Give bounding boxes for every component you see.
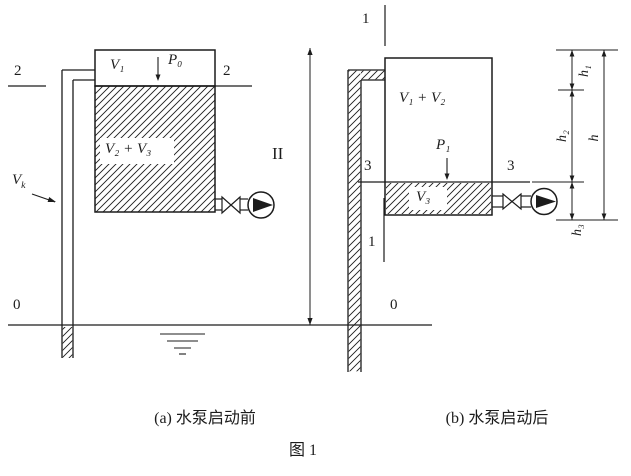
level-3-right-label: 3 [507,158,515,174]
tank-a-gas-box [94,49,216,87]
pressure-a-label: P₀ [168,52,183,68]
pressure-arrow-a-icon [155,57,161,81]
datum-0-right-label: 0 [390,297,398,313]
dim-h3-label: h₃ [570,224,585,236]
gas-volume-a-label: V₁ [110,57,125,73]
outlet-pipe-b [492,195,531,208]
section-line-1 [383,5,386,262]
liquid-volume-a-label: V₂ + V₃ [105,141,152,157]
vk-sub: k [21,180,26,191]
suction-pipe-b [347,69,385,372]
suction-pipe-a [61,69,95,358]
vk-base: V [12,172,22,188]
outlet-pipe-a [215,198,248,211]
tank-a-label-patch [100,138,174,164]
dim-h2-label: h₂ [555,130,570,142]
gas-volume-b-label: V₁ + V₂ [399,90,446,106]
figure-title: 图 1 [288,442,317,459]
liquid-volume-b-label: V₃ [416,189,431,205]
vk-arrow-icon [31,193,56,203]
height-dim-label: II [272,144,284,163]
suction-pipe-b-water [348,70,361,372]
height-dim-line [307,48,313,325]
datum-0-left-label: 0 [13,297,21,313]
level-2-right-label: 2 [223,63,231,79]
diagram-a [8,49,275,358]
caption-b: (b) 水泵启动后 [445,410,549,427]
caption-a: (a) 水泵启动前 [154,410,256,427]
water-surface-icon [160,333,205,355]
dim-h-label: h [587,134,602,142]
pump-b-icon [530,187,558,216]
diagram-b [347,5,558,372]
valve-b-icon [502,192,522,211]
dimension-lines [532,49,618,221]
level-2-left-label: 2 [14,63,22,79]
tank-b-label-patch [409,187,447,210]
dim-h1-label: h₁ [577,65,592,77]
section-1-bottom-label: 1 [368,234,376,250]
suction-pipe-a-water [62,327,73,358]
level-3-left-label: 3 [364,158,372,174]
pump-a-icon [247,191,275,219]
pressure-b-label: P₁ [436,137,451,153]
pressure-arrow-b-icon [444,158,450,180]
valve-a-icon [221,195,241,215]
section-1-top-label: 1 [362,11,370,27]
suction-pipe-b-elbow-water [361,70,385,80]
suction-pipe-a-label: Vk [12,173,26,191]
